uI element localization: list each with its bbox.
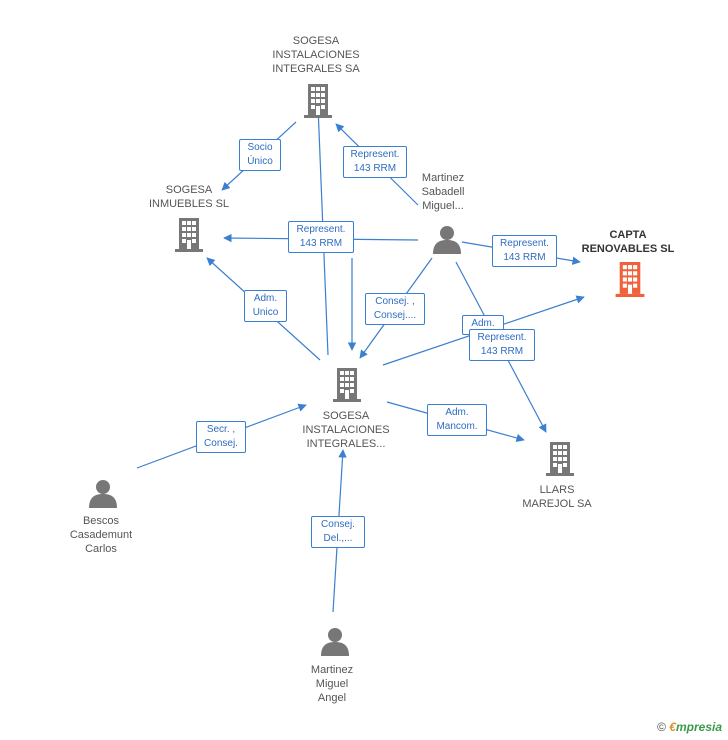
building-icon: [546, 442, 574, 476]
edge-label-socio-unico: Socio Único: [239, 139, 281, 171]
building-icon: [615, 262, 645, 297]
building-icon: [175, 218, 203, 252]
node-martinez-angel-label[interactable]: Martinez Miguel Angel: [310, 664, 354, 704]
node-llars-label[interactable]: LLARS MAREJOL SA: [522, 484, 592, 510]
edge-label-represent: Represent. 143 RRM: [288, 221, 354, 253]
person-icon: [321, 628, 349, 656]
node-sogesa-mid-label[interactable]: SOGESA INSTALACIONES INTEGRALES...: [302, 410, 390, 450]
node-martinez-sabadell-label[interactable]: Martinez Sabadell Miguel...: [421, 172, 465, 212]
node-sogesa-top-label[interactable]: SOGESA INSTALACIONES INTEGRALES SA: [272, 35, 360, 75]
edge-label-represent: Represent. 143 RRM: [469, 329, 535, 361]
empresia-brand: © €mpresia: [657, 720, 722, 734]
brand-logo: €mpresia: [669, 720, 722, 734]
edge-label-represent: Represent. 143 RRM: [492, 235, 557, 267]
edge-label-adm-mancom: Adm. Mancom.: [427, 404, 487, 436]
building-icon: [304, 84, 332, 118]
edge-label-consej-del: Consej. Del.,...: [311, 516, 365, 548]
edge-label-adm-unico: Adm. Unico: [244, 290, 287, 322]
person-icon: [433, 226, 461, 254]
node-sogesa-inmuebles-label[interactable]: SOGESA INMUEBLES SL: [148, 184, 230, 210]
node-bescos-label[interactable]: Bescos Casademunt Carlos: [69, 515, 133, 555]
copyright-icon: ©: [657, 720, 666, 734]
node-capta-label[interactable]: CAPTA RENOVABLES SL: [581, 229, 675, 255]
person-icon: [89, 480, 117, 508]
edge-label-secr-consej: Secr. , Consej.: [196, 421, 246, 453]
edge-label-represent: Represent. 143 RRM: [343, 146, 407, 178]
building-icon: [333, 368, 361, 402]
edge-label-consej: Consej. , Consej....: [365, 293, 425, 325]
